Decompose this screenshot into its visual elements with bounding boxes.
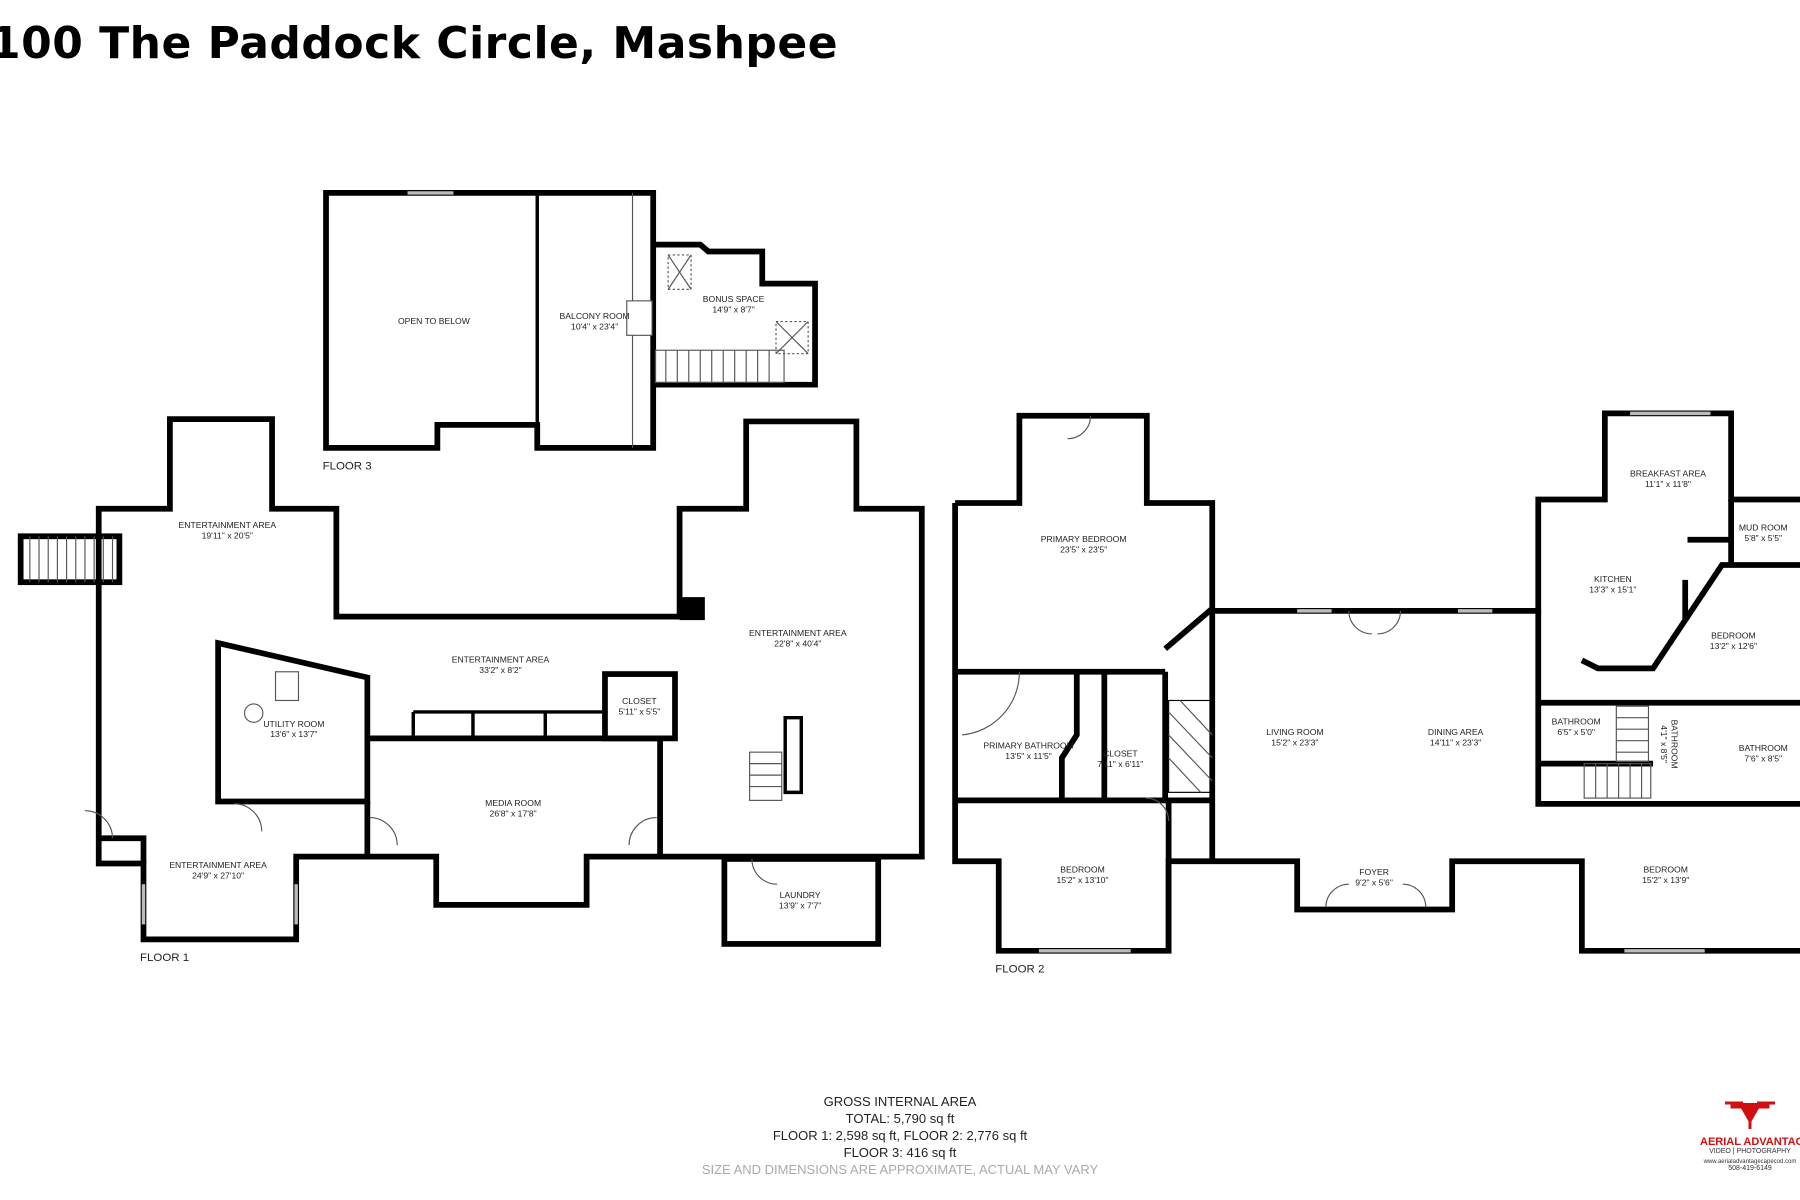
room-label: BATHROOM	[1669, 720, 1679, 769]
room-label: ENTERTAINMENT AREA	[452, 655, 550, 665]
room-dims: 4'1" x 8'5"	[1659, 725, 1669, 763]
room-label: ENTERTAINMENT AREA	[179, 520, 277, 530]
floor-label: FLOOR 3	[323, 461, 372, 473]
logo-tagline: VIDEO | PHOTOGRAPHY	[1709, 1148, 1791, 1155]
area-heading: GROSS INTERNAL AREA	[823, 1094, 977, 1109]
stairs-icon	[654, 349, 785, 383]
room-dims: 7'6" x 8'5"	[1744, 753, 1782, 763]
room-dims: 13'6" x 13'7"	[270, 729, 317, 739]
room-dims: 13'5" x 11'5"	[1005, 751, 1052, 761]
room-label: UTILITY ROOM	[263, 719, 324, 729]
room-label: FOYER	[1359, 867, 1389, 877]
room-label: BONUS SPACE	[703, 294, 765, 304]
room-dims: 15'2" x 13'9"	[1642, 875, 1689, 885]
room-dims: 19'11" x 20'5"	[202, 531, 253, 541]
room-label: BREAKFAST AREA	[1630, 469, 1706, 479]
room-label: MEDIA ROOM	[485, 798, 541, 808]
room-label: MUD ROOM	[1739, 523, 1788, 533]
floor-3-plan: OPEN TO BELOW BALCONY ROOM 10'4" x 23'4"…	[323, 190, 818, 473]
room-dims: 15'2" x 23'3"	[1271, 737, 1318, 747]
room-dims: 26'8" x 17'8"	[490, 808, 537, 818]
room-dims: 13'3" x 15'1"	[1589, 585, 1636, 595]
room-dims: 6'5" x 5'0"	[1557, 727, 1595, 737]
room-label: LIVING ROOM	[1266, 727, 1323, 737]
room-dims: 13'9" x 7'7"	[779, 900, 821, 910]
room-label: OPEN TO BELOW	[398, 316, 471, 326]
room-label: KITCHEN	[1594, 574, 1632, 584]
room-dims: 24'9" x 27'10"	[192, 870, 244, 880]
room-dims: 14'9" x 8'7"	[712, 304, 754, 314]
room-dims: 7'11" x 6'11"	[1097, 759, 1143, 769]
logo-phone: 508-419-6149	[1728, 1165, 1772, 1172]
area-total: TOTAL: 5,790 sq ft	[845, 1111, 955, 1126]
room-label: BEDROOM	[1060, 865, 1104, 875]
room-dims: 14'11" x 23'3"	[1430, 737, 1481, 747]
room-dims: 13'2" x 12'6"	[1710, 641, 1757, 651]
room-label: PRIMARY BATHROOM	[983, 741, 1073, 751]
room-label: BATHROOM	[1552, 717, 1601, 727]
room-label: BEDROOM	[1711, 630, 1755, 640]
area-floor-3: FLOOR 3: 416 sq ft	[843, 1145, 957, 1160]
room-label: CLOSET	[1103, 749, 1138, 759]
stairs-icon	[17, 533, 123, 586]
room-label: CLOSET	[622, 696, 657, 706]
room-dims: 11'1" x 11'8"	[1645, 479, 1691, 489]
room-dims: 23'5" x 23'5"	[1060, 544, 1107, 554]
logo-website: www.aerialadvantagecapecod.com	[1703, 1159, 1797, 1165]
drone-icon	[1725, 1101, 1775, 1129]
room-label: BATHROOM	[1739, 743, 1788, 753]
room-dims: 22'8" x 40'4"	[774, 639, 821, 649]
floor-1-plan: ENTERTAINMENT AREA 19'11" x 20'5" ENTERT…	[17, 416, 925, 964]
room-dims: 5'8" x 5'5"	[1744, 533, 1782, 543]
room-dims: 15'2" x 13'10"	[1057, 875, 1109, 885]
room-label: LAUNDRY	[780, 890, 821, 900]
room-dims: 5'11" x 5'5"	[619, 706, 661, 716]
gross-internal-area: GROSS INTERNAL AREA TOTAL: 5,790 sq ft F…	[700, 1093, 1100, 1178]
floor-label: FLOOR 1	[140, 952, 189, 964]
floor-2-plan: PRIMARY BEDROOM 23'5" x 23'5" PRIMARY BA…	[952, 410, 1800, 976]
room-label: PRIMARY BEDROOM	[1041, 534, 1127, 544]
area-floors-1-2: FLOOR 1: 2,598 sq ft, FLOOR 2: 2,776 sq …	[772, 1128, 1028, 1143]
room-dims: 33'2" x 8'2"	[479, 665, 521, 675]
page-title: 100 The Paddock Circle, Mashpee	[0, 18, 839, 69]
room-label: DINING AREA	[1428, 727, 1484, 737]
room-label: BEDROOM	[1643, 865, 1687, 875]
disclaimer: SIZE AND DIMENSIONS ARE APPROXIMATE, ACT…	[701, 1162, 1099, 1177]
logo-brand: AERIAL ADVANTAGE	[1700, 1136, 1800, 1148]
room-label: ENTERTAINMENT AREA	[749, 628, 847, 638]
stairs-icon	[1583, 705, 1652, 799]
room-label: BALCONY ROOM	[560, 311, 630, 321]
room-label: ENTERTAINMENT AREA	[169, 860, 267, 870]
room-dims: 10'4" x 23'4"	[571, 322, 618, 332]
company-logo: AERIAL ADVANTAGE VIDEO | PHOTOGRAPHY www…	[1700, 1095, 1800, 1172]
floor-label: FLOOR 2	[995, 964, 1044, 976]
room-dims: 9'2" x 5'6"	[1355, 877, 1393, 887]
stairs-icon	[749, 715, 803, 801]
